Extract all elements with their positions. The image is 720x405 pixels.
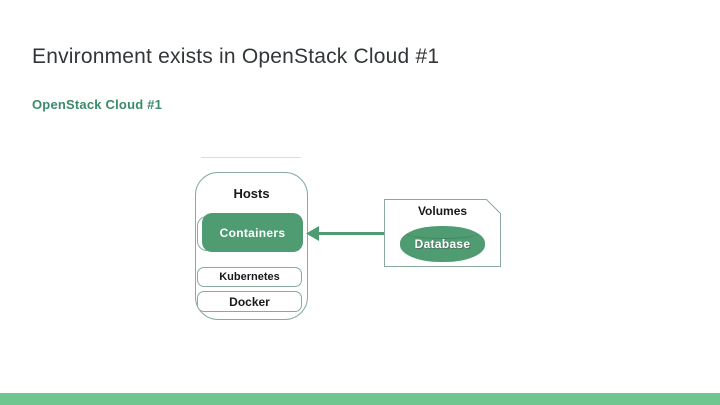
footer-accent-bar <box>0 393 720 405</box>
docker-box: Docker <box>197 291 302 312</box>
faint-shape-top-edge <box>201 157 301 158</box>
kubernetes-box: Kubernetes <box>197 267 302 287</box>
containers-box: Containers <box>202 213 303 252</box>
volumes-group-label: Volumes <box>417 204 468 218</box>
database-label: Database <box>414 237 471 251</box>
hosts-group-label: Hosts <box>233 186 270 201</box>
database-cylinder: Database <box>400 226 485 262</box>
slide-title: Environment exists in OpenStack Cloud #1 <box>32 45 440 68</box>
volumes-to-containers-arrow <box>306 226 384 241</box>
slide-subtitle: OpenStack Cloud #1 <box>32 97 163 112</box>
